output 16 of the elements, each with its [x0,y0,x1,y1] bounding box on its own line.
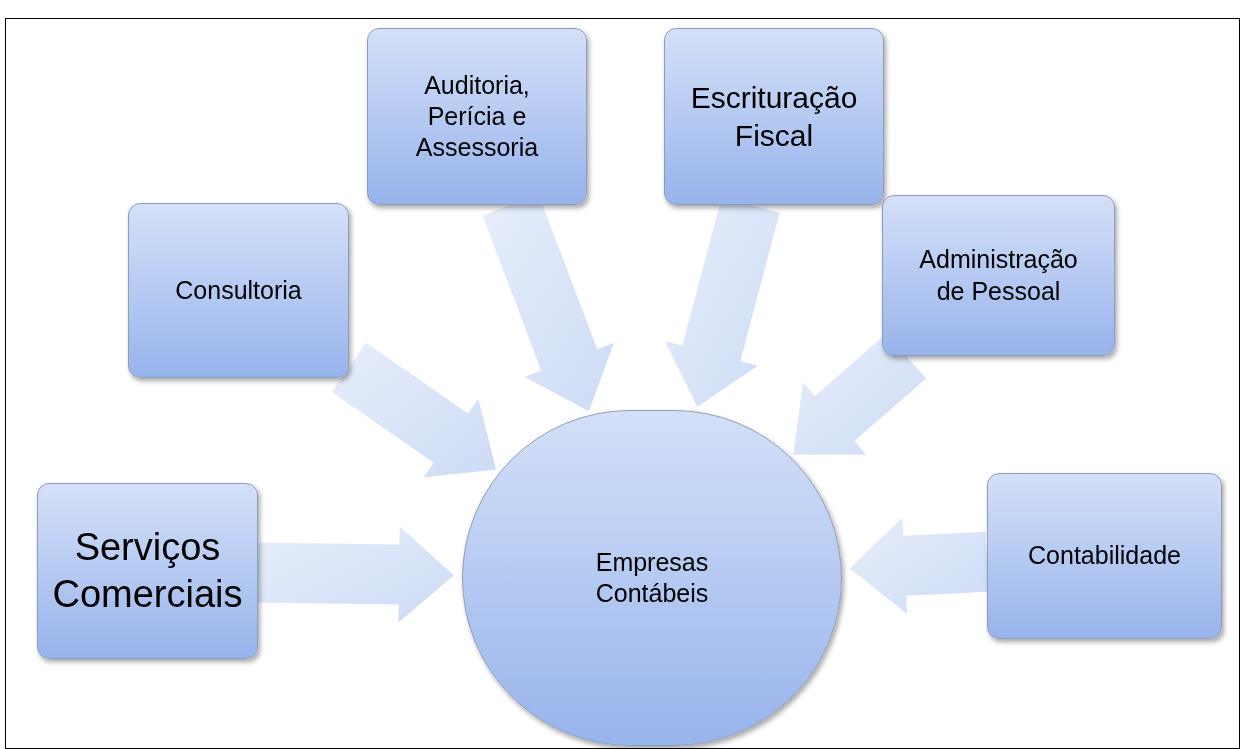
node-label: Consultoria [175,274,302,306]
node-label: Contabilidade [1028,540,1181,572]
process-box [367,28,587,205]
node-label: Empresas Contábeis [594,546,710,609]
node-label: Auditoria, Perícia e Assessoria [414,69,540,164]
process-box [987,473,1222,639]
block-arrow [257,526,454,623]
process-box [882,195,1115,356]
block-arrow [849,517,989,614]
block-arrow [331,342,497,478]
node-label: Administração de Pessoal [918,244,1079,307]
process-box [128,203,349,378]
node-label: Escrituração Fiscal [690,80,858,154]
process-box [37,483,258,659]
node-label: Serviços Comerciais [52,524,243,617]
process-box [664,28,884,205]
